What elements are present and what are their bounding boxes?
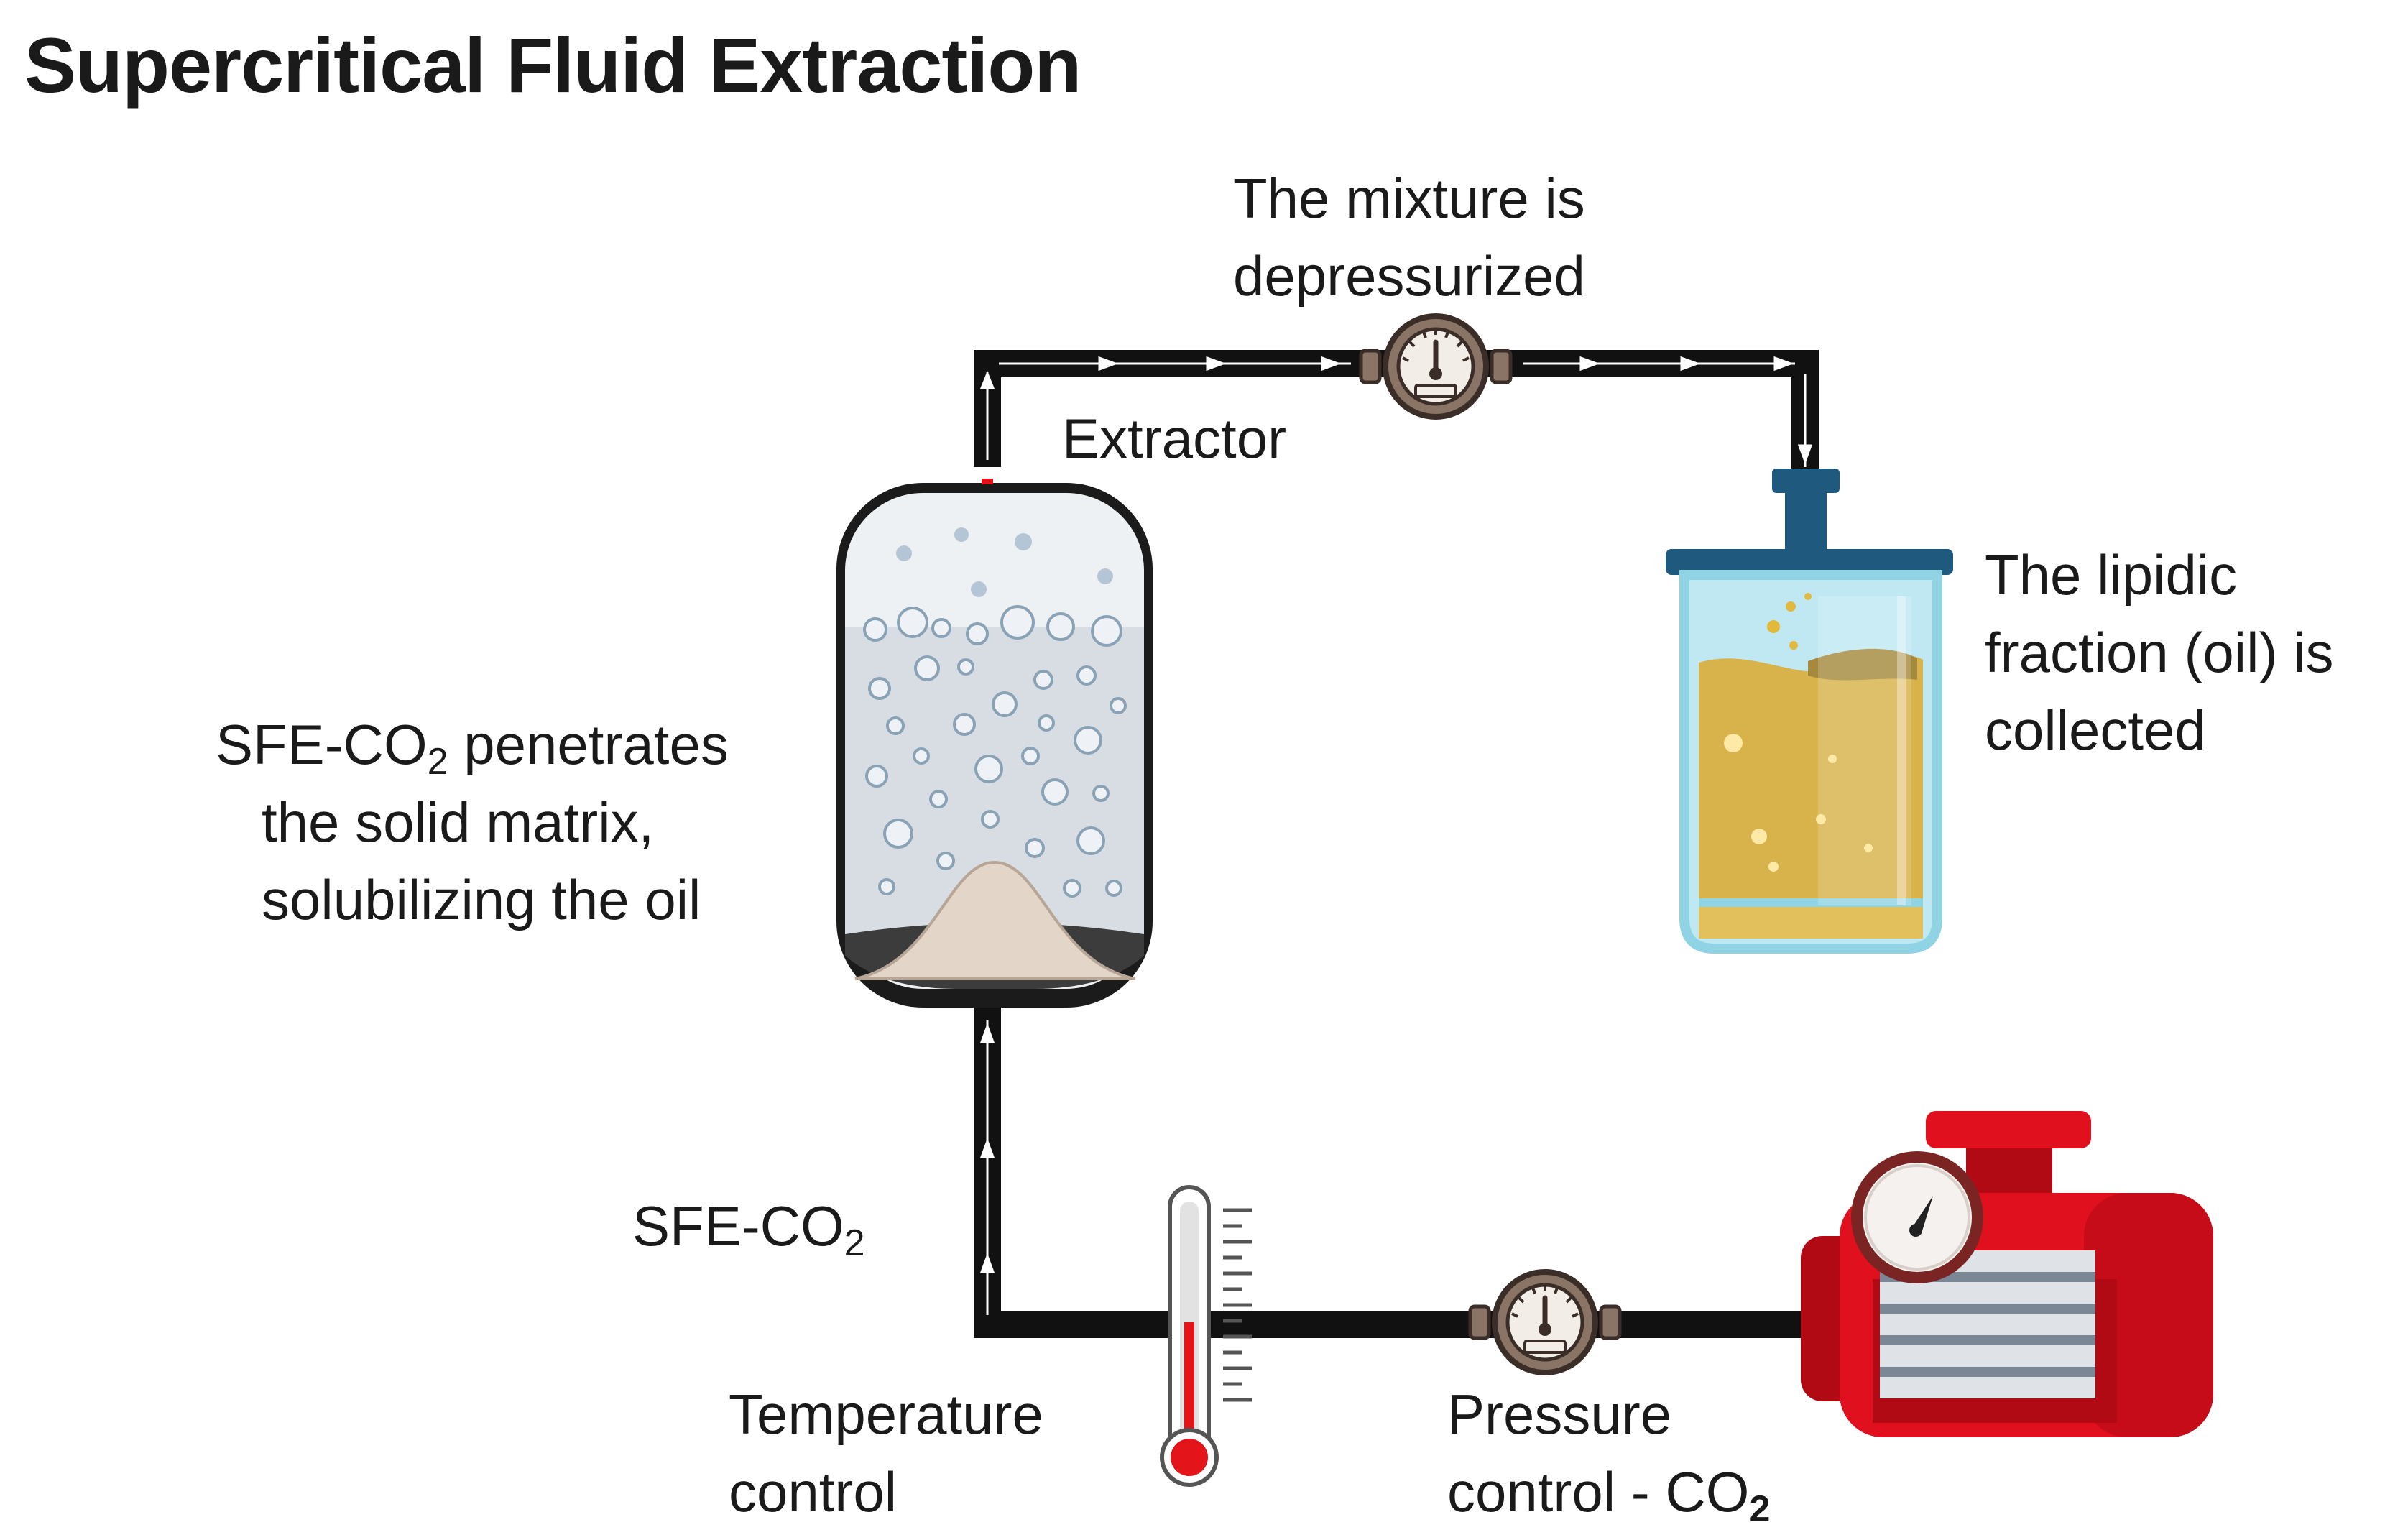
label-temperature-line2: control	[729, 1460, 898, 1523]
label-penetrates: SFE-CO2 penetrates the solid matrix, sol…	[216, 706, 729, 939]
label-collected: The lipidic fraction (oil) is collected	[1985, 536, 2333, 769]
label-penetrates-line2: the solid matrix,	[262, 790, 655, 854]
top-pressure-gauge-icon	[1361, 316, 1510, 417]
label-pressure-text: control - CO	[1447, 1460, 1750, 1523]
extractor-vessel-icon	[836, 483, 1153, 1008]
label-penetrates-line1: SFE-CO2 penetrates	[216, 706, 729, 783]
label-penetrates-suffix: penetrates	[448, 713, 729, 776]
label-pressure-control: Pressure control - CO2	[1447, 1375, 1770, 1531]
label-pressure-line2: control - CO2	[1447, 1453, 1770, 1531]
label-collected-line3: collected	[1985, 698, 2206, 762]
label-penetrates-prefix: SFE-CO	[216, 713, 428, 776]
label-sfe-co2: SFE-CO2	[632, 1187, 865, 1265]
label-depressurized-line2: depressurized	[1233, 244, 1585, 308]
collection-jar-icon	[1666, 469, 1953, 954]
label-penetrates-subscript: 2	[427, 741, 448, 783]
label-sfe-co2-subscript: 2	[844, 1222, 865, 1264]
label-depressurized-line1: The mixture is	[1233, 167, 1585, 230]
label-pressure-line1: Pressure	[1447, 1383, 1672, 1446]
page-title: Supercritical Fluid Extraction	[24, 22, 1081, 109]
label-extractor: Extractor	[1062, 407, 1287, 470]
label-temperature-control: Temperature control	[729, 1375, 1043, 1531]
label-depressurized: The mixture is depressurized	[1233, 160, 1585, 315]
label-collected-line2: fraction (oil) is	[1985, 621, 2334, 684]
label-penetrates-line3: solubilizing the oil	[262, 868, 701, 931]
thermometer-icon	[1160, 1185, 1252, 1487]
label-pressure-subscript: 2	[1749, 1488, 1771, 1530]
bottom-pressure-gauge-icon	[1470, 1272, 1620, 1373]
label-collected-line1: The lipidic	[1985, 543, 2238, 607]
label-temperature-line1: Temperature	[729, 1383, 1043, 1446]
label-sfe-co2-text: SFE-CO	[632, 1194, 844, 1258]
pump-motor-icon	[1801, 1111, 2213, 1437]
extractor-outlet	[982, 479, 993, 484]
